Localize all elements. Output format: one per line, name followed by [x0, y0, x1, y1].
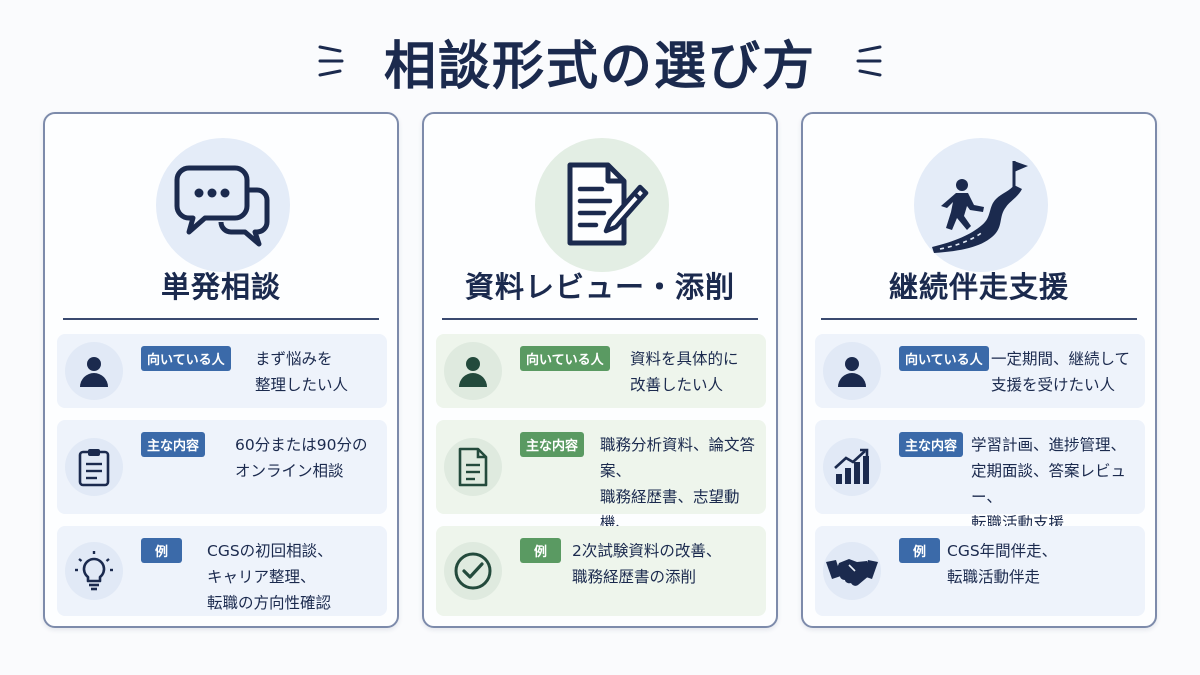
badge-target: 向いている人 — [520, 346, 610, 371]
row-text: 60分または90分の オンライン相談 — [235, 436, 368, 480]
card-single-consultation: 単発相談 向いている人 まず悩みを 整理したい人 主な内容 60分または90分の… — [43, 112, 399, 628]
row-example: 例 CGS年間伴走、 転職活動伴走 — [815, 526, 1145, 616]
badge-content: 主な内容 — [899, 432, 964, 457]
badge-target: 向いている人 — [141, 346, 231, 371]
row-main-content: 主な内容 60分または90分の オンライン相談 — [57, 420, 387, 514]
row-text: 2次試験資料の改善、 職務経歴書の添削 — [572, 542, 722, 586]
badge-example: 例 — [141, 538, 183, 563]
card-document-review: 資料レビュー・添削 向いている人 資料を具体的に 改善したい人 主な内容 職務分… — [422, 112, 778, 628]
page-title: 相談形式の選び方 — [383, 36, 816, 97]
row-target-person: 向いている人 資料を具体的に 改善したい人 — [436, 334, 766, 408]
divider — [63, 318, 379, 320]
badge-example: 例 — [899, 538, 941, 563]
climber-flag-icon — [914, 138, 1048, 272]
clipboard-icon — [65, 438, 123, 496]
sparkle-right-icon — [856, 41, 882, 81]
row-main-content: 主な内容 学習計画、進捗管理、 定期面談、答案レビュー、 転職活動支援 — [815, 420, 1145, 532]
row-text: CGSの初回相談、 キャリア整理、 転職の方向性確認 — [207, 542, 333, 612]
row-text: まず悩みを 整理したい人 — [255, 350, 349, 394]
badge-content: 主な内容 — [141, 432, 206, 457]
badge-example: 例 — [520, 538, 562, 563]
row-example: 例 2次試験資料の改善、 職務経歴書の添削 — [436, 526, 766, 616]
card-title: 資料レビュー・添削 — [464, 270, 735, 304]
row-main-content: 主な内容 職務分析資料、論文答案、 職務経歴書、志望動機、 自己PRの確認 — [436, 420, 766, 558]
card-title: 単発相談 — [160, 270, 281, 304]
card-continuous-support: 継続伴走支援 向いている人 一定期間、継続して 支援を受けたい人 主な内容 学習… — [801, 112, 1157, 628]
divider — [442, 318, 758, 320]
speech-bubbles-icon — [156, 138, 290, 272]
row-example: 例 CGSの初回相談、 キャリア整理、 転職の方向性確認 — [57, 526, 387, 616]
lightbulb-icon — [65, 542, 123, 600]
divider — [821, 318, 1137, 320]
row-text: 資料を具体的に 改善したい人 — [630, 350, 739, 394]
badge-target: 向いている人 — [899, 346, 989, 371]
growth-chart-icon — [823, 438, 881, 496]
person-icon — [823, 342, 881, 400]
row-target-person: 向いている人 まず悩みを 整理したい人 — [57, 334, 387, 408]
person-icon — [444, 342, 502, 400]
sparkle-left-icon — [318, 41, 344, 81]
document-pen-icon — [535, 138, 669, 272]
handshake-icon — [823, 542, 881, 600]
header: 相談形式の選び方 — [0, 16, 1200, 106]
row-text: 一定期間、継続して 支援を受けたい人 — [991, 350, 1131, 394]
row-target-person: 向いている人 一定期間、継続して 支援を受けたい人 — [815, 334, 1145, 408]
document-icon — [444, 438, 502, 496]
person-icon — [65, 342, 123, 400]
check-circle-icon — [444, 542, 502, 600]
card-title: 継続伴走支援 — [888, 270, 1069, 304]
row-text: CGS年間伴走、 転職活動伴走 — [947, 542, 1058, 586]
row-text: 学習計画、進捗管理、 定期面談、答案レビュー、 転職活動支援 — [971, 436, 1127, 532]
badge-content: 主な内容 — [520, 432, 585, 457]
